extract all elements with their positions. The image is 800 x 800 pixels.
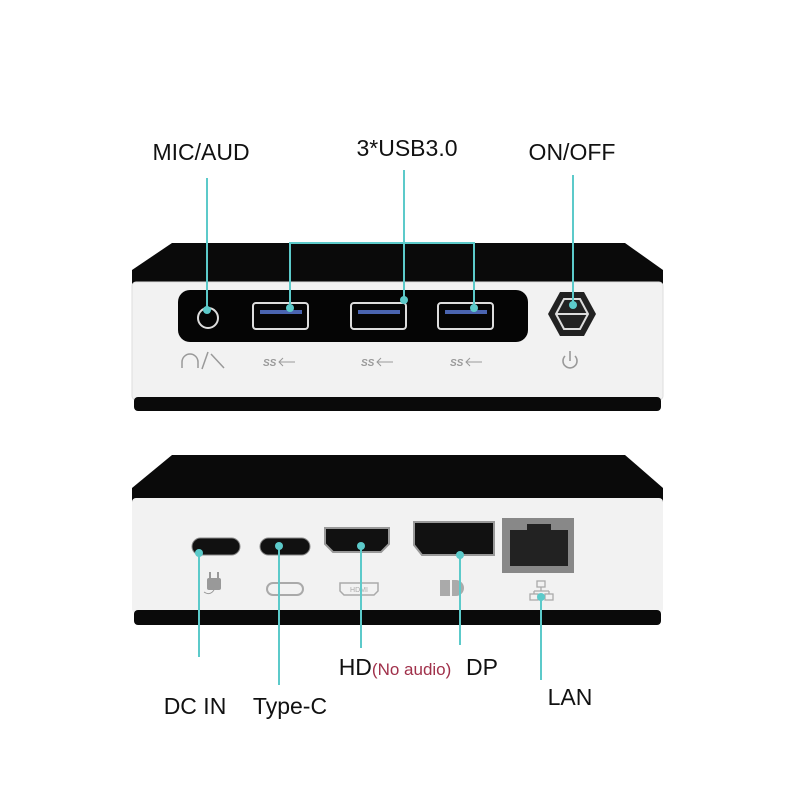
callout-lines xyxy=(198,170,574,685)
label-dp: DP xyxy=(466,654,498,680)
svg-text:SS: SS xyxy=(263,358,277,369)
power-button xyxy=(548,292,596,336)
power-icon xyxy=(562,351,578,369)
usb-port-2 xyxy=(350,302,407,330)
hdmi-port xyxy=(324,527,390,553)
svg-text:HDMI: HDMI xyxy=(350,587,368,594)
callout-dots xyxy=(195,296,577,601)
label-usb: 3*USB3.0 xyxy=(356,135,458,161)
type-c-icon xyxy=(266,582,304,596)
svg-text:SS: SS xyxy=(450,358,464,369)
dc-in-port xyxy=(191,537,241,556)
power-plug-icon xyxy=(203,572,221,595)
label-mic-aud: MIC/AUD xyxy=(152,139,250,165)
headphone-mic-icon xyxy=(181,351,225,370)
usb-ss-icons: SS SS SS xyxy=(263,357,482,369)
label-dc-in: DC IN xyxy=(163,693,227,719)
label-on-off: ON/OFF xyxy=(528,139,616,165)
hdmi-icon xyxy=(339,582,379,596)
svg-text:SS: SS xyxy=(361,358,375,369)
usb-port-1 xyxy=(252,302,309,330)
lan-port xyxy=(502,518,574,573)
front-unit: SS SS SS xyxy=(131,243,664,411)
label-lan: LAN xyxy=(547,684,593,710)
front-port-panel xyxy=(178,290,528,342)
label-no-audio: (No audio) xyxy=(371,660,452,679)
usb-port-3 xyxy=(437,302,494,330)
label-hdmi: HD(No audio) xyxy=(339,656,452,679)
label-type-c: Type-C xyxy=(252,693,328,719)
displayport-port xyxy=(413,521,495,556)
label-hd: HD xyxy=(338,654,372,680)
back-unit: HDMI xyxy=(132,455,663,625)
type-c-port xyxy=(259,537,311,556)
